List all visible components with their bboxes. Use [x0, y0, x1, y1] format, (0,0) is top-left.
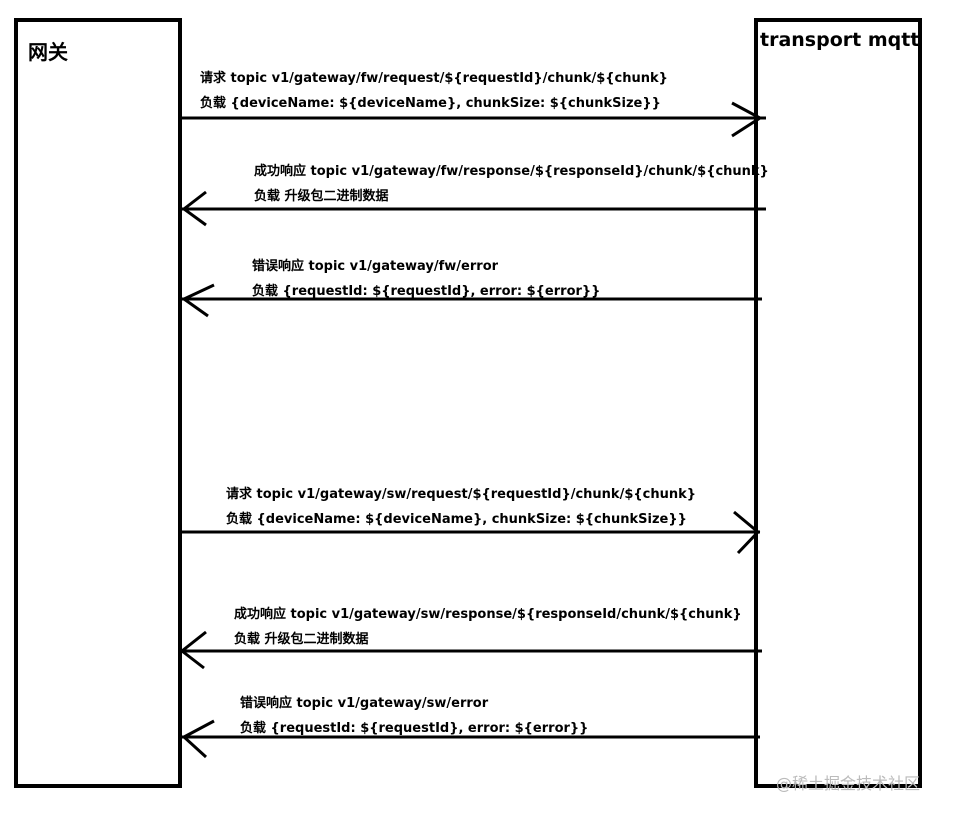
message-1-topic: 请求 topic v1/gateway/fw/request/${request… — [200, 71, 668, 86]
arrowhead-6 — [181, 719, 215, 759]
transport-box — [754, 18, 922, 788]
message-6-payload: 负载 {requestId: ${requestId}, error: ${er… — [240, 721, 589, 736]
arrowhead-2 — [181, 190, 207, 227]
message-4-topic: 请求 topic v1/gateway/sw/request/${request… — [226, 487, 696, 502]
message-4-payload: 负载 {deviceName: ${deviceName}, chunkSize… — [226, 512, 687, 527]
arrowhead-1 — [731, 101, 763, 138]
message-1-payload: 负载 {deviceName: ${deviceName}, chunkSize… — [200, 96, 661, 111]
gateway-box — [14, 18, 182, 788]
message-2-payload: 负载 升级包二进制数据 — [254, 189, 389, 204]
message-3-topic: 错误响应 topic v1/gateway/fw/error — [252, 259, 499, 274]
arrowhead-4 — [733, 510, 761, 555]
participant-transport: transport mqtt — [760, 29, 920, 51]
message-3-payload: 负载 {requestId: ${requestId}, error: ${er… — [252, 284, 601, 299]
arrowhead-5 — [179, 630, 207, 670]
message-5-payload: 负载 升级包二进制数据 — [234, 632, 369, 647]
message-5-topic: 成功响应 topic v1/gateway/sw/response/${resp… — [234, 607, 742, 622]
watermark: @稀土掘金技术社区 — [776, 774, 921, 793]
participant-gateway: 网关 — [28, 40, 68, 64]
message-2-topic: 成功响应 topic v1/gateway/fw/response/${resp… — [254, 164, 769, 179]
arrowhead-3 — [181, 283, 215, 318]
message-6-topic: 错误响应 topic v1/gateway/sw/error — [240, 696, 489, 711]
